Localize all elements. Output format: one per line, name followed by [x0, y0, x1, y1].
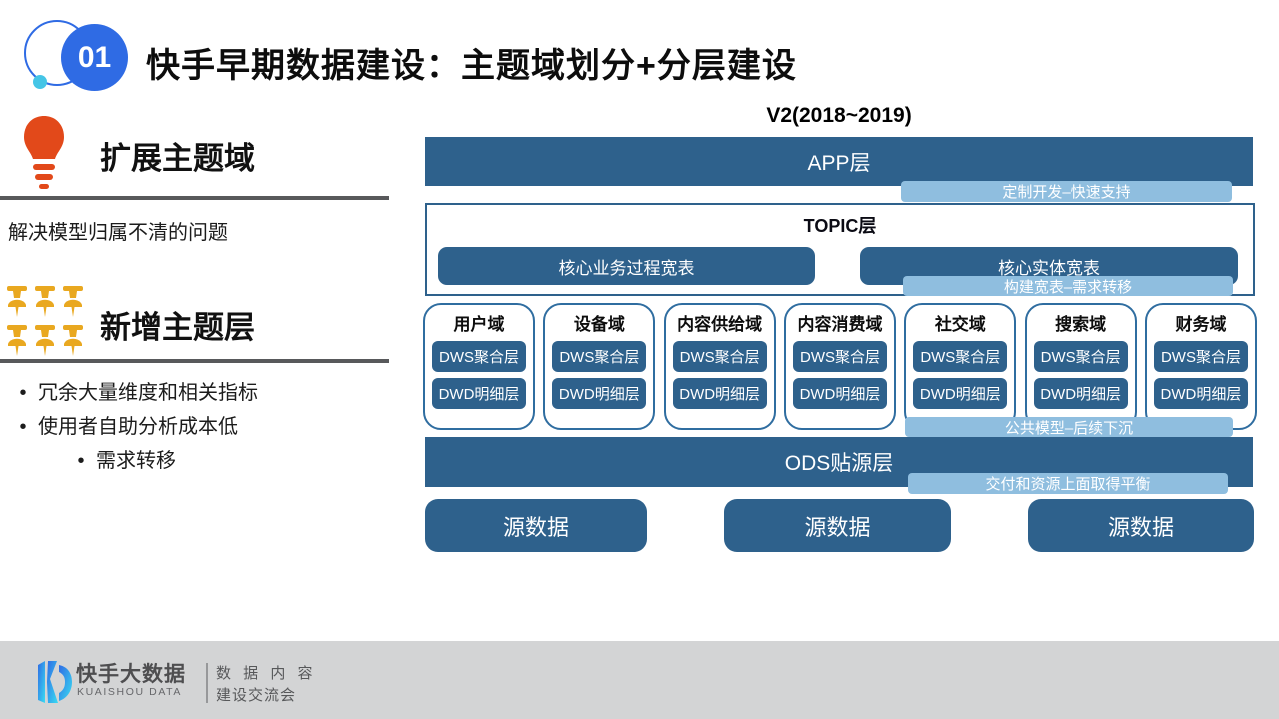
heading-expand-domains: 扩展主题域 [100, 141, 255, 176]
dwd-layer-box: DWD明细层 [552, 378, 647, 409]
domain-title: 搜索域 [1055, 315, 1107, 334]
list-item: • 冗余大量维度和相关指标 [8, 380, 408, 406]
heading-new-topic-layer: 新增主题层 [100, 310, 255, 345]
footer-brand-name-en: KUAISHOU DATA [77, 686, 183, 698]
footer-band [0, 641, 1279, 719]
footer-brand-name: 快手大数据 [76, 663, 186, 686]
lightbulb-icon [22, 114, 66, 203]
core-business-wide-table: 核心业务过程宽表 [438, 247, 815, 285]
ribbon-build-wide-table: 构建宽表–需求转移 [903, 276, 1233, 296]
ribbon-common-model: 公共模型–后续下沉 [905, 417, 1233, 437]
footer-tagline-line2: 建设交流会 [216, 687, 297, 704]
pushpin-icon [63, 286, 83, 317]
bullet-text: 需求转移 [96, 450, 176, 472]
domain-column-content-supply: 内容供给域 DWS聚合层 DWD明细层 [663, 303, 776, 430]
domain-column-device: 设备域 DWS聚合层 DWD明细层 [543, 303, 656, 430]
domain-column-search: 搜索域 DWS聚合层 DWD明细层 [1024, 303, 1137, 430]
kuaishou-data-logo-icon [36, 659, 72, 710]
dwd-layer-box: DWD明细层 [1153, 378, 1248, 409]
page-title: 快手早期数据建设：主题域划分+分层建设 [146, 47, 797, 85]
domain-title: 设备域 [573, 315, 625, 334]
bullet-text: 冗余大量维度和相关指标 [38, 382, 258, 404]
dws-layer-box: DWS聚合层 [1033, 341, 1128, 372]
divider-line [0, 359, 389, 363]
ribbon-custom-dev: 定制开发–快速支持 [901, 181, 1232, 202]
pushpin-icon [7, 325, 27, 356]
dwd-layer-box: DWD明细层 [432, 378, 526, 409]
dws-layer-box: DWS聚合层 [672, 341, 767, 372]
dwd-layer-box: DWD明细层 [913, 378, 1008, 409]
bullet-text: 使用者自助分析成本低 [38, 416, 238, 438]
footer-tagline-line1: 数 据 内 容 [216, 665, 317, 682]
diagram-version-title: V2(2018~2019) [766, 104, 912, 127]
source-data-box: 源数据 [1028, 499, 1254, 552]
dwd-layer-box: DWD明细层 [1033, 378, 1128, 409]
dws-layer-box: DWS聚合层 [1153, 341, 1248, 372]
pushpin-icon [35, 325, 55, 356]
pushpins-icon [5, 286, 89, 360]
divider-line [0, 196, 389, 200]
bullet-marker: • [19, 382, 27, 404]
domain-title: 用户域 [453, 315, 505, 334]
dws-layer-box: DWS聚合层 [792, 341, 887, 372]
source-data-box: 源数据 [425, 499, 647, 552]
dws-layer-box: DWS聚合层 [552, 341, 647, 372]
dws-layer-box: DWS聚合层 [432, 341, 526, 372]
domain-title: 内容消费域 [797, 315, 883, 334]
domain-title: 财务域 [1175, 315, 1227, 334]
bullet-marker: • [77, 450, 85, 472]
dwd-layer-box: DWD明细层 [792, 378, 887, 409]
domain-column-social: 社交域 DWS聚合层 DWD明细层 [904, 303, 1017, 430]
pushpin-icon [7, 286, 27, 317]
dwd-layer-box: DWD明细层 [672, 378, 767, 409]
domain-column-user: 用户域 DWS聚合层 DWD明细层 [423, 303, 535, 430]
domain-title: 内容供给域 [677, 315, 763, 334]
expand-domains-description: 解决模型归属不清的问题 [8, 222, 228, 244]
dws-layer-box: DWS聚合层 [913, 341, 1008, 372]
bullet-list: • 冗余大量维度和相关指标 • 使用者自助分析成本低 • 需求转移 [8, 380, 408, 482]
badge-accent-dot [33, 75, 47, 89]
app-layer-bar: APP层 [425, 137, 1253, 186]
list-item-sub: • 需求转移 [8, 448, 408, 474]
list-item: • 使用者自助分析成本低 [8, 414, 408, 440]
domain-column-content-consume: 内容消费域 DWS聚合层 DWD明细层 [783, 303, 896, 430]
domain-title: 社交域 [934, 315, 986, 334]
pushpin-icon [35, 286, 55, 317]
ribbon-delivery-balance: 交付和资源上面取得平衡 [908, 473, 1228, 494]
source-data-box: 源数据 [724, 499, 951, 552]
pushpin-icon [63, 325, 83, 356]
footer-divider [206, 663, 208, 703]
section-number-badge: 01 [61, 24, 128, 91]
topic-layer-label: TOPIC层 [803, 216, 877, 236]
domain-column-finance: 财务域 DWS聚合层 DWD明细层 [1144, 303, 1257, 430]
domain-columns: 用户域 DWS聚合层 DWD明细层 设备域 DWS聚合层 DWD明细层 内容供给… [423, 303, 1257, 430]
bullet-marker: • [19, 416, 27, 438]
